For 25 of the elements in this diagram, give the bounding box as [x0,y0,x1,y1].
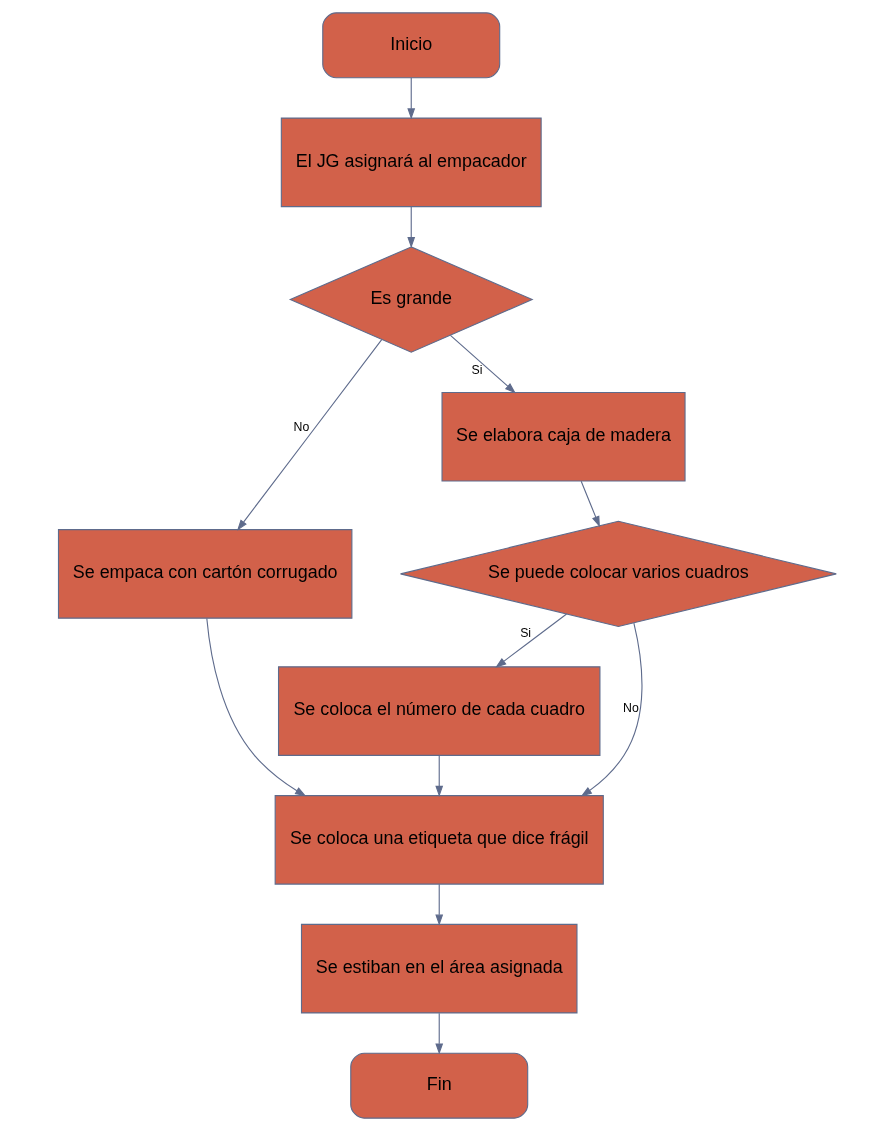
node-box: Se empaca con cartón corrugado [57,529,352,619]
arrow [434,754,443,797]
node-diamond: Es grande [288,246,534,353]
arrow [434,883,443,926]
arrow [580,480,600,528]
node-box: Se coloca una etiqueta que dice frágil [274,795,604,885]
node-box: Fin [349,1052,528,1119]
arrow [494,613,567,668]
node-box: Se elabora caja de madera [440,391,686,482]
arrow [434,1012,443,1055]
arrow [406,77,415,120]
edge-label: No [293,419,309,434]
arrow [449,334,516,394]
node-box: Inicio [321,12,500,79]
edge-label: Si [519,626,531,641]
node-diamond: Se puede colocar varios cuadros [399,520,837,628]
arrow [236,339,382,531]
node-box: Se coloca el número de cada cuadro [277,666,600,756]
arrow [205,617,306,797]
arrow [406,206,415,249]
node-box: Se estiban en el área asignada [300,923,578,1014]
arrow [580,622,642,797]
edge-label: Si [471,362,482,377]
node-box: El JG asignará al empacador [280,117,542,208]
edge-label: No [622,700,639,715]
